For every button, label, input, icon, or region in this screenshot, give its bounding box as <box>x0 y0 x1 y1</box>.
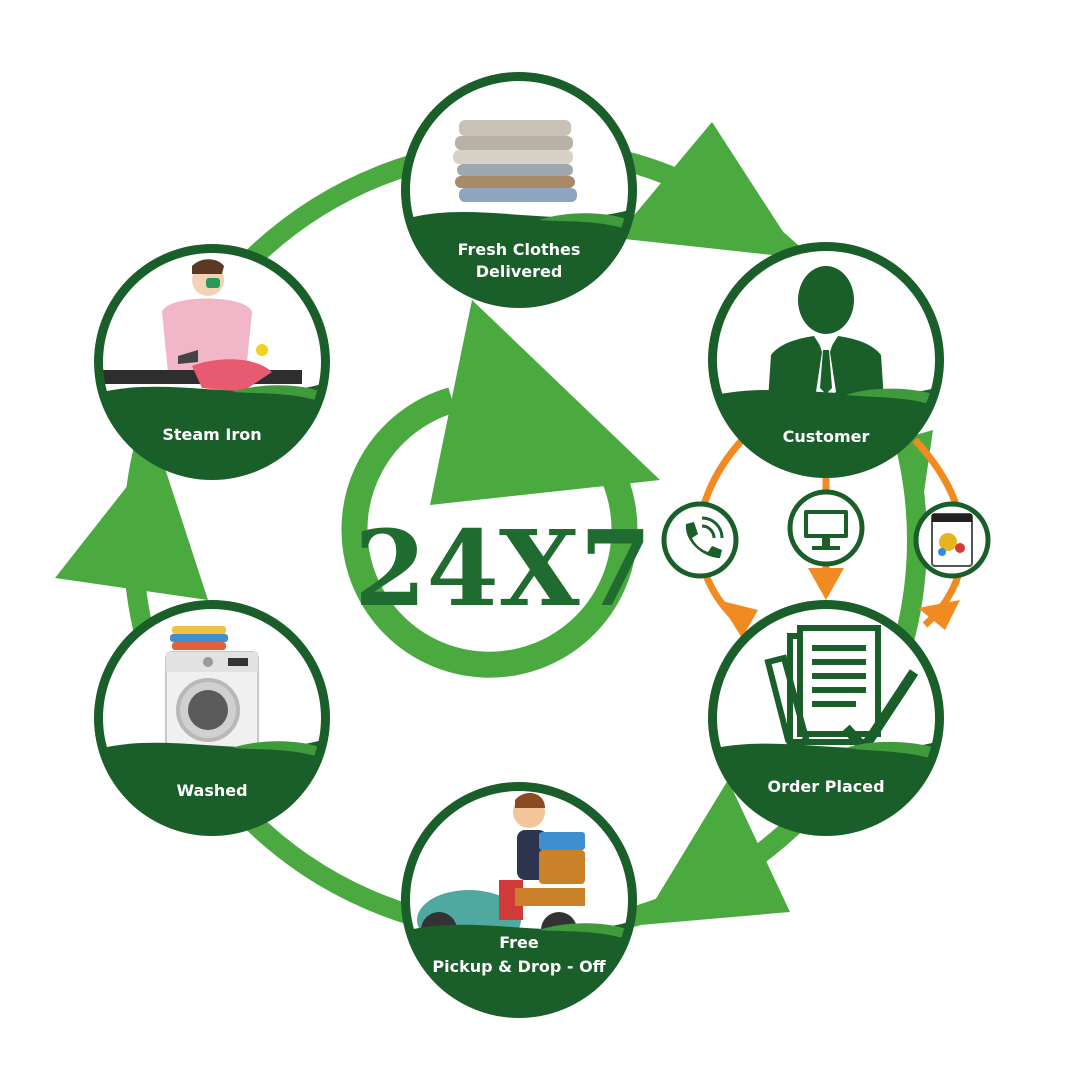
arrowhead-left <box>55 447 208 600</box>
step-label-line2: Pickup & Drop - Off <box>432 957 606 976</box>
step-label-line1: Free <box>499 933 539 952</box>
step-customer: Customer <box>708 242 944 478</box>
step-label-line2: Delivered <box>476 262 563 281</box>
phone-call-icon <box>685 516 724 558</box>
ironing-person-icon <box>102 259 302 392</box>
mobile-app-icon <box>931 513 973 567</box>
computer-monitor-icon <box>804 510 848 550</box>
washing-machine-icon <box>165 626 259 753</box>
step-label: Order Placed <box>767 777 884 796</box>
center-loop: 24X7 <box>341 300 660 678</box>
arrowhead-bottom-right <box>640 780 790 925</box>
step-label: Washed <box>176 781 247 800</box>
channel-phone <box>661 501 739 579</box>
channel-mobile-app <box>913 501 991 579</box>
step-fresh-clothes: Fresh Clothes Delivered <box>401 72 637 308</box>
arrowhead-top-right <box>615 122 800 258</box>
step-label: Steam Iron <box>162 425 261 444</box>
channel-computer <box>787 489 865 567</box>
folded-clothes-icon <box>453 120 577 202</box>
step-steam-iron: Steam Iron <box>94 244 330 480</box>
step-order-placed: Order Placed <box>708 600 944 836</box>
step-label: Customer <box>783 427 870 446</box>
step-washed: Washed <box>94 600 330 836</box>
step-pickup-drop: Free Pickup & Drop - Off <box>401 782 637 1018</box>
orange-arrowheads <box>718 568 960 638</box>
businessman-icon <box>768 266 884 400</box>
step-label-line1: Fresh Clothes <box>458 240 581 259</box>
center-text: 24X7 <box>354 507 652 630</box>
